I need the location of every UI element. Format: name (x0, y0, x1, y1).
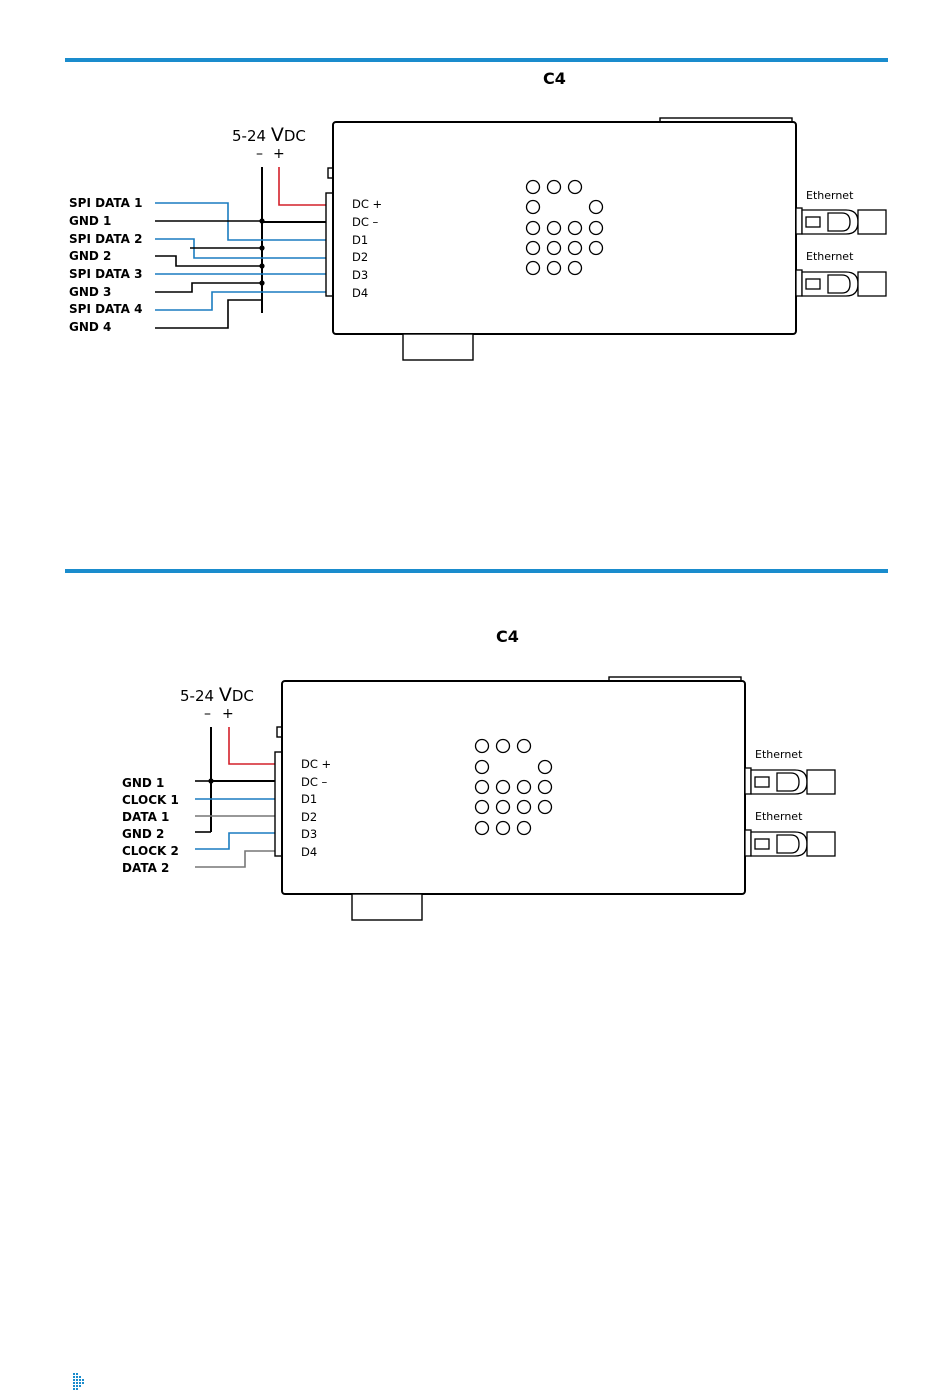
vent-hole (539, 781, 552, 794)
vent-hole (518, 801, 531, 814)
junction-dot (259, 263, 264, 268)
input-label: GND 2 (122, 827, 164, 841)
ethernet-connector-icon (796, 270, 886, 296)
power-minus-label: – (204, 706, 211, 722)
ethernet-label: Ethernet (755, 810, 803, 823)
pin-label: D4 (352, 286, 368, 300)
gnd-4-wire (155, 300, 262, 328)
vent-hole (548, 242, 561, 255)
terminal-block (275, 752, 282, 856)
vent-hole (548, 181, 561, 194)
vent-hole (497, 822, 510, 835)
vent-hole (590, 222, 603, 235)
vent-hole (527, 242, 540, 255)
vent-hole (476, 822, 489, 835)
ethernet-label: Ethernet (755, 748, 803, 761)
power-plus-label: + (273, 146, 285, 162)
vent-hole (527, 262, 540, 275)
pin-label: D2 (352, 250, 368, 264)
junction-dot (208, 778, 213, 783)
pin-label: D3 (301, 827, 317, 841)
clock-2-wire (195, 833, 275, 849)
wiring-diagram-clock-data: C4 5-24 VDC – + GND 1 CLOCK 1 DATA 1 GND… (0, 600, 950, 930)
input-label: SPI DATA 3 (69, 267, 142, 281)
section-divider-middle (65, 569, 888, 573)
junction-dot (259, 280, 264, 285)
device-body (333, 122, 796, 334)
vent-hole (476, 781, 489, 794)
input-label: SPI DATA 1 (69, 196, 142, 210)
wiring-diagram-spi: C4 5-24 VDC – + SPI DATA 1 GND 1 SPI DAT… (0, 0, 950, 380)
vent-hole (476, 801, 489, 814)
input-label: SPI DATA 2 (69, 232, 142, 246)
vent-hole (569, 222, 582, 235)
vent-hole (548, 222, 561, 235)
input-label: SPI DATA 4 (69, 302, 142, 316)
pin-label: D1 (301, 792, 317, 806)
vent-hole (476, 761, 489, 774)
input-label: CLOCK 2 (122, 844, 179, 858)
vent-hole (569, 242, 582, 255)
ethernet-connector-icon (745, 768, 835, 794)
vent-hole (527, 222, 540, 235)
power-label: 5-24 VDC (180, 684, 254, 706)
input-label: GND 2 (69, 249, 111, 263)
junction-dot (259, 245, 264, 250)
vent-hole (569, 262, 582, 275)
vent-hole (539, 801, 552, 814)
vent-hole (527, 181, 540, 194)
vent-hole (497, 740, 510, 753)
vent-hole (518, 822, 531, 835)
pin-label: D3 (352, 268, 368, 282)
device-title: C4 (496, 627, 519, 646)
pin-label: D4 (301, 845, 317, 859)
data-2-wire (195, 851, 275, 867)
vent-hole (527, 201, 540, 214)
input-label: GND 1 (122, 776, 164, 790)
input-label: GND 1 (69, 214, 111, 228)
input-label: GND 4 (69, 320, 111, 334)
device-body (282, 681, 745, 894)
input-label: CLOCK 1 (122, 793, 179, 807)
pin-label: DC – (352, 215, 379, 229)
input-labels: GND 1 CLOCK 1 DATA 1 GND 2 CLOCK 2 DATA … (122, 776, 179, 875)
input-label: DATA 2 (122, 861, 169, 875)
vent-hole (590, 201, 603, 214)
pin-label: DC + (352, 197, 382, 211)
pin-label: D1 (352, 233, 368, 247)
input-label: DATA 1 (122, 810, 169, 824)
power-positive-wire (279, 167, 326, 205)
power-positive-wire (229, 727, 275, 764)
pin-label: DC – (301, 775, 328, 789)
vent-hole (539, 761, 552, 774)
input-labels: SPI DATA 1 GND 1 SPI DATA 2 GND 2 SPI DA… (69, 196, 142, 334)
vent-hole (569, 181, 582, 194)
power-label: 5-24 VDC (232, 124, 306, 146)
pin-label: D2 (301, 810, 317, 824)
power-plus-label: + (222, 706, 234, 722)
spi-data-4-wire (155, 292, 326, 310)
vent-hole (518, 781, 531, 794)
input-label: GND 3 (69, 285, 111, 299)
vent-hole (476, 740, 489, 753)
device-title: C4 (543, 69, 566, 88)
vent-hole (518, 740, 531, 753)
vent-hole (590, 242, 603, 255)
gnd-3-wire (155, 283, 262, 292)
dotted-logo-icon (72, 1372, 86, 1390)
device-bottom-tab (403, 334, 473, 360)
terminal-block (326, 193, 333, 296)
pin-label: DC + (301, 757, 331, 771)
ethernet-label: Ethernet (806, 189, 854, 202)
vent-hole (497, 801, 510, 814)
ethernet-connector-icon (745, 830, 835, 856)
ethernet-connector-icon (796, 208, 886, 234)
power-minus-label: – (256, 146, 263, 162)
vent-hole (497, 781, 510, 794)
ethernet-label: Ethernet (806, 250, 854, 263)
vent-hole (548, 262, 561, 275)
junction-dot (259, 218, 264, 223)
device-bottom-tab (352, 894, 422, 920)
